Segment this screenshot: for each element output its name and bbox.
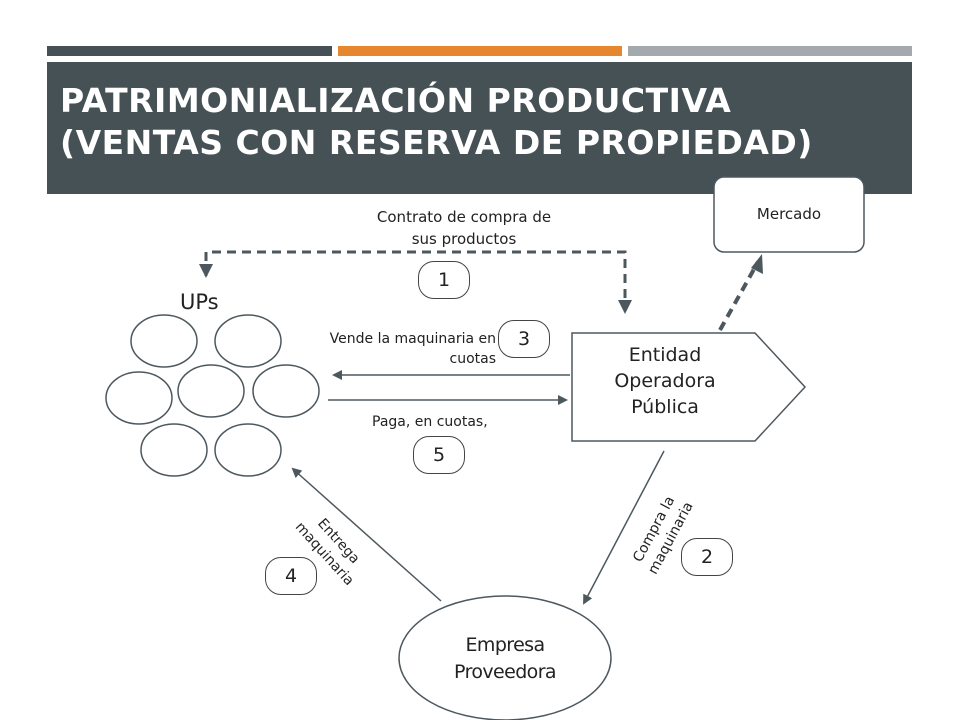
empresa-ellipse <box>398 595 612 720</box>
accent-bar-dark <box>47 46 332 56</box>
step-badge-5: 5 <box>413 436 465 474</box>
step-badge-3: 3 <box>498 320 550 358</box>
market-dashed-arrow <box>718 261 760 331</box>
entidad-label-line1: Entidad <box>628 344 702 366</box>
up-circle <box>252 364 320 418</box>
up-circle <box>140 423 208 477</box>
up-circle <box>105 371 173 425</box>
up-circle <box>214 423 282 477</box>
mercado-label: Mercado <box>756 205 822 223</box>
accent-bar-orange <box>338 46 622 56</box>
entidad-shape <box>571 332 807 442</box>
entidad-label-line3: Pública <box>631 396 699 418</box>
empresa-label-line2: Proveedora <box>454 661 557 683</box>
ups-label: UPs <box>180 290 219 314</box>
vende-label-line1: Vende la maquinaria en <box>329 331 496 347</box>
empresa-label: Empresa Proveedora <box>430 632 580 686</box>
compra-arrow <box>583 450 665 605</box>
step-badge-2: 2 <box>681 538 733 576</box>
vende-label-line2: cuotas <box>449 351 497 367</box>
title-header <box>47 62 912 194</box>
step-badge-1: 1 <box>418 261 470 299</box>
entidad-label-line2: Operadora <box>614 370 716 392</box>
up-circle <box>177 364 245 418</box>
accent-bar-gray <box>628 46 912 56</box>
paga-label: Paga, en cuotas, <box>372 414 488 430</box>
empresa-label-line1: Empresa <box>465 634 546 656</box>
ups-cluster <box>105 314 320 477</box>
step-badge-4: 4 <box>265 557 317 595</box>
entidad-label: Entidad Operadora Pública <box>590 342 740 420</box>
slide-title-line2: (VENTAS CON RESERVA DE PROPIEDAD) <box>60 123 813 162</box>
slide-title: PATRIMONIALIZACIÓN PRODUCTIVA (VENTAS CO… <box>60 80 900 164</box>
contrato-label-line2: sus productos <box>411 230 517 248</box>
vende-label: Vende la maquinaria en cuotas <box>296 329 496 369</box>
up-circle <box>214 314 282 368</box>
up-circle <box>130 314 198 368</box>
slide-title-line1: PATRIMONIALIZACIÓN PRODUCTIVA <box>60 81 732 120</box>
contrato-label-line1: Contrato de compra de <box>376 208 552 226</box>
contract-dashed-arrow <box>204 250 627 310</box>
mercado-box <box>713 176 865 253</box>
entrega-arrow <box>291 467 442 602</box>
contrato-label: Contrato de compra de sus productos <box>330 206 598 250</box>
